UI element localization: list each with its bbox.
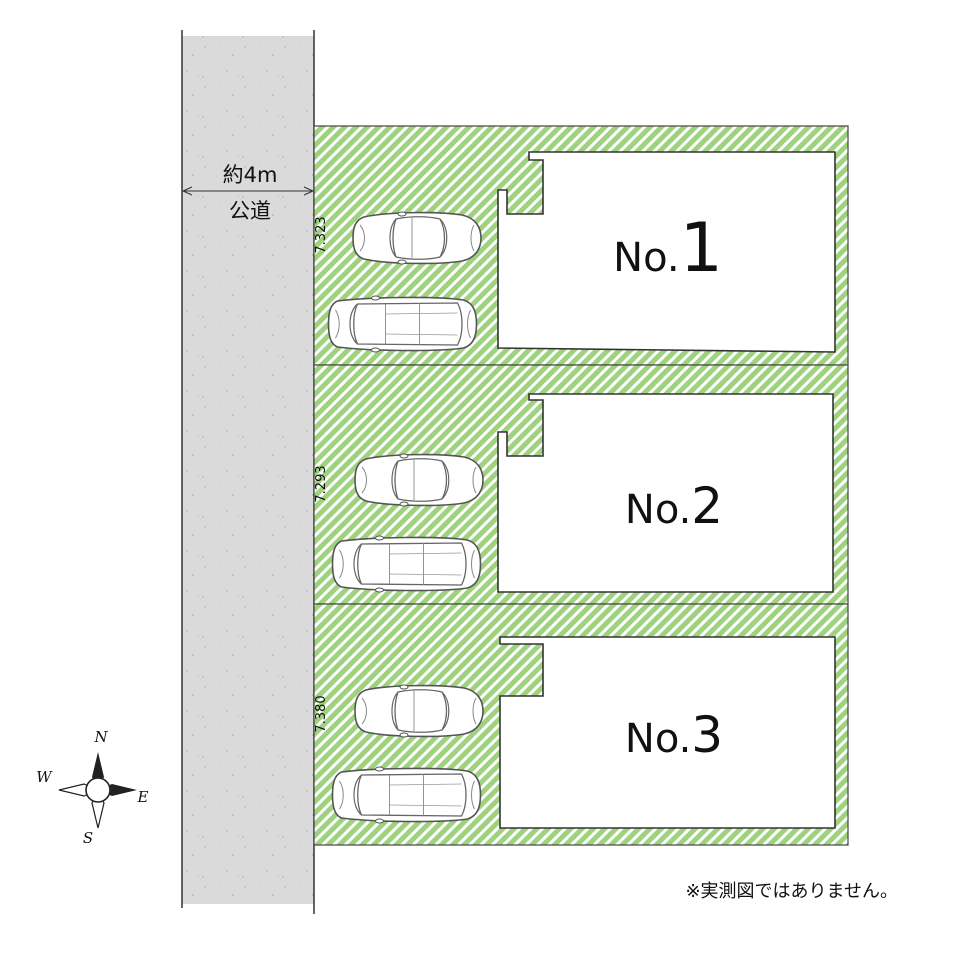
compass-icon (58, 752, 137, 829)
lot-3-prefix: No. (625, 716, 691, 762)
lot-1-frontage: 7.323 (314, 216, 329, 253)
road-width-label: 約4m (223, 163, 278, 187)
lot-1-sedan (352, 211, 482, 265)
public-road (182, 36, 314, 904)
road-width-dimension (181, 186, 315, 196)
compass-north-label: N (93, 728, 108, 746)
lot-2: No.2 7.293 (313, 364, 849, 605)
lot-2-prefix: No. (625, 487, 691, 533)
road-type-label: 公道 (229, 199, 271, 223)
lot-3-sedan (354, 684, 484, 738)
lot-1-digit: 1 (680, 209, 723, 288)
lot-3-van (331, 766, 482, 824)
lot-3-digit: 3 (691, 706, 723, 764)
lot-3-frontage: 7.380 (314, 695, 329, 732)
lot-2-house-footprint (497, 393, 834, 593)
disclaimer-note: ※実測図ではありません。 (685, 881, 898, 902)
compass-east-label: E (137, 788, 149, 806)
lot-3-number: No.3 (625, 706, 723, 764)
lot-1-number: No.1 (613, 209, 723, 288)
lot-2-frontage: 7.293 (314, 465, 329, 502)
lot-1-house-footprint (497, 151, 836, 353)
lot-1: No.1 7.323 (313, 125, 849, 366)
lot-2-sedan (354, 453, 484, 507)
lot-2-digit: 2 (691, 477, 723, 535)
lot-2-number: No.2 (625, 477, 723, 535)
lot-3-house-footprint (499, 636, 836, 829)
compass-west-label: W (36, 768, 53, 786)
lot-1-van (327, 295, 478, 353)
lot-2-van (331, 535, 482, 593)
lot-3: No.3 7.380 (313, 603, 849, 846)
lot-1-prefix: No. (613, 235, 679, 281)
compass-south-label: S (83, 829, 93, 847)
